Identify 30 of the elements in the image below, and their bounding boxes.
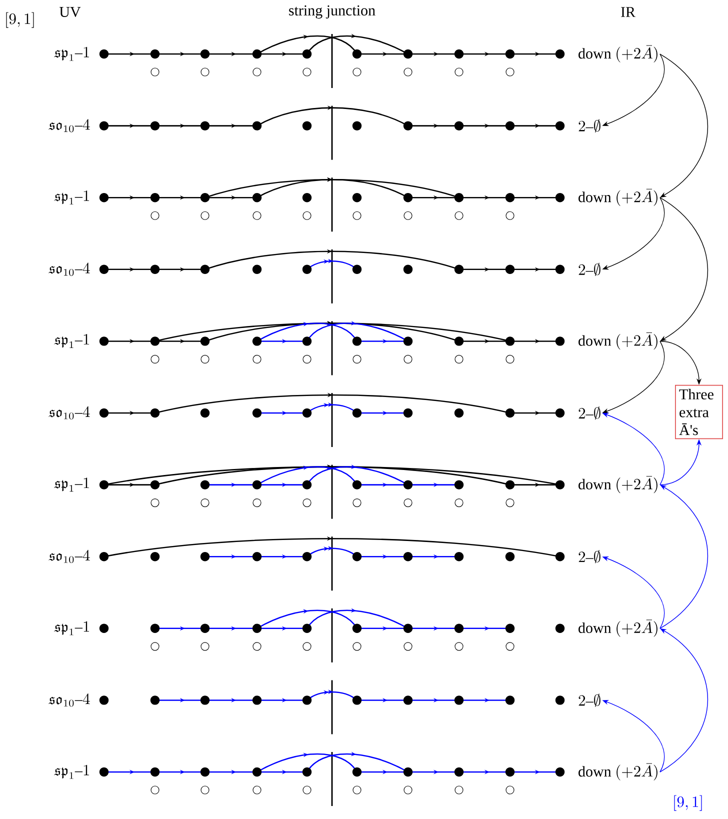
ir-label: $2\text{--}\emptyset$ [578, 550, 600, 564]
uv-label: $\mathfrak{sp}_1\text{--}1$ [54, 764, 89, 779]
ir-label: $2\text{--}\emptyset$ [578, 262, 600, 276]
ir-label: $\text{down }(+2\bar{A})$ [578, 620, 658, 637]
column-heading: IR [621, 7, 636, 17]
ir-label: $\text{down }(+2\bar{A})$ [578, 763, 658, 780]
diagram-label: $[9,1]$ [674, 795, 702, 811]
uv-label: $\mathfrak{so}_{10}\text{--}4$ [48, 262, 90, 276]
uv-label: $\mathfrak{so}_{10}\text{--}4$ [48, 406, 90, 420]
uv-label: $\mathfrak{sp}_1\text{--}1$ [54, 190, 89, 204]
arrow [660, 197, 708, 342]
arrow [660, 484, 708, 629]
column-heading: string junction [289, 5, 376, 19]
ir-label: $2\text{--}\emptyset$ [578, 406, 600, 420]
uv-label: $\mathfrak{sp}_1\text{--}1$ [54, 621, 89, 636]
ir-label: $\text{down }(+2\bar{A})$ [578, 332, 658, 350]
note-box: Three extra Ā's [675, 384, 723, 440]
column-heading: UV [59, 7, 81, 18]
ir-label: $\text{down }(+2\bar{A})$ [578, 476, 658, 494]
ir-label: $\text{down }(+2\bar{A})$ [578, 45, 658, 62]
ir-label: $2\text{--}\emptyset$ [578, 694, 600, 707]
uv-label: $\mathfrak{sp}_1\text{--}1$ [54, 334, 89, 348]
ir-label: $2\text{--}\emptyset$ [578, 119, 600, 132]
ir-label: $\text{down }(+2\bar{A})$ [578, 188, 658, 206]
uv-label: $\mathfrak{so}_{10}\text{--}4$ [48, 119, 90, 132]
uv-label: $\mathfrak{sp}_1\text{--}1$ [54, 46, 89, 61]
uv-label: $\mathfrak{so}_{10}\text{--}4$ [48, 550, 90, 564]
uv-label: $\mathfrak{sp}_1\text{--}1$ [54, 478, 89, 492]
diagram-label: $[9,1]$ [6, 12, 34, 28]
uv-label: $\mathfrak{so}_{10}\text{--}4$ [48, 693, 90, 707]
